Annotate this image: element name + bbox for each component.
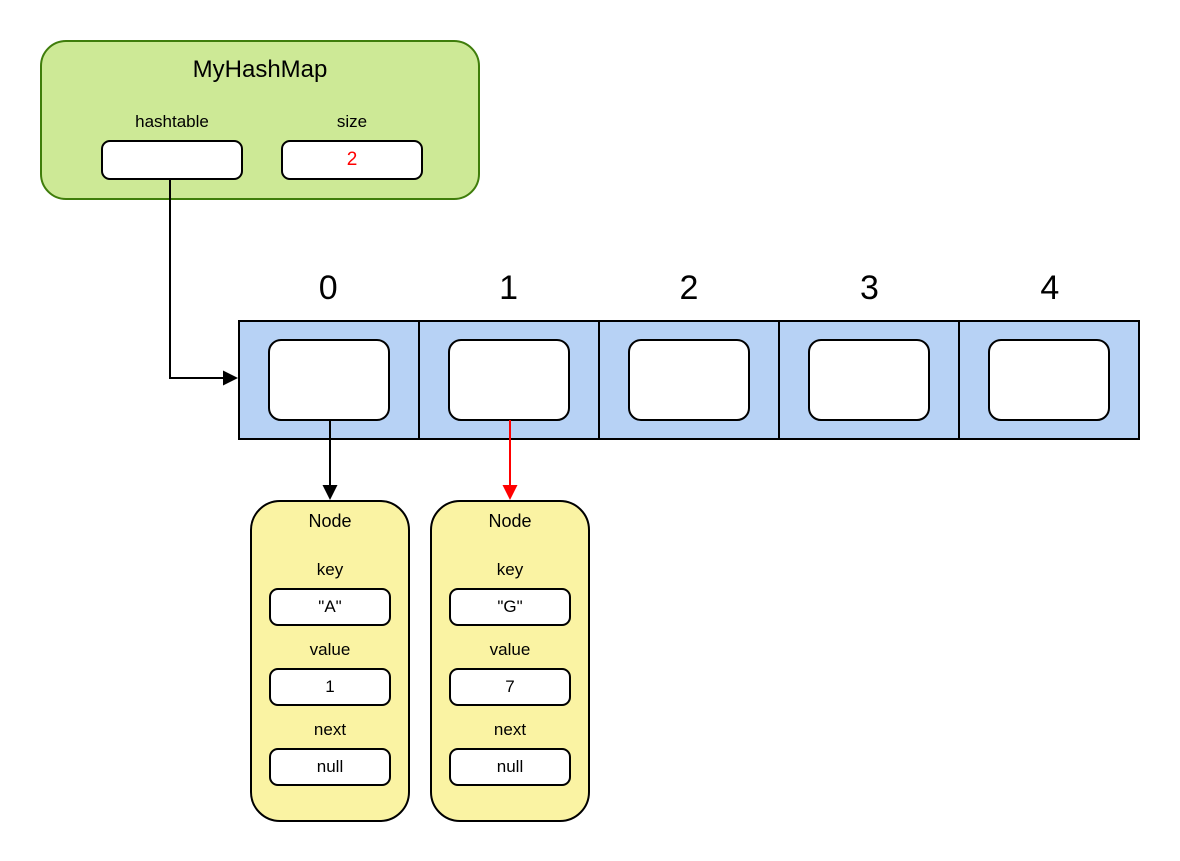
node-a-key-label: key	[316, 560, 344, 579]
myhashmap-title: MyHashMap	[192, 56, 328, 83]
array-index-labels: 0 1 2 3 4	[238, 268, 1140, 308]
node-g-next-value: null	[449, 748, 571, 786]
hashtable-field-value-box	[101, 140, 243, 180]
array-slot-4	[988, 339, 1110, 421]
node-a-key-value: "A"	[269, 588, 391, 626]
node-a-title: Node	[308, 511, 352, 531]
node-a-next-value: null	[269, 748, 391, 786]
array-index-3: 3	[859, 269, 879, 307]
hashtable-to-array-arrow	[169, 178, 224, 379]
node-g-title: Node	[488, 511, 532, 531]
array-index-4: 4	[1040, 269, 1060, 307]
hashtable-array	[238, 320, 1140, 440]
array-index-1: 1	[499, 269, 519, 307]
node-g-value-value: 7	[449, 668, 571, 706]
node-g-box: Node key "G" value 7 next null	[430, 500, 590, 822]
array-cell-4	[958, 322, 1138, 438]
hashtable-field-label: hashtable	[135, 112, 209, 131]
node-g-key-value: "G"	[449, 588, 571, 626]
array-slot-3	[808, 339, 930, 421]
array-cell-2	[598, 322, 778, 438]
array-cell-0	[240, 322, 418, 438]
size-field-label: size	[336, 112, 368, 131]
array-slot-2	[628, 339, 750, 421]
node-g-key-label: key	[496, 560, 524, 579]
node-a-next-label: next	[313, 720, 347, 739]
node-g-value-label: value	[489, 640, 531, 659]
slot0-to-node-a-arrowhead	[322, 485, 338, 500]
hashtable-to-array-arrowhead	[223, 370, 238, 386]
array-index-0: 0	[318, 269, 338, 307]
array-slot-1	[448, 339, 570, 421]
size-field-value-box: 2	[281, 140, 423, 180]
node-g-next-label: next	[493, 720, 527, 739]
array-cell-3	[778, 322, 958, 438]
myhashmap-box: MyHashMap hashtable size 2	[40, 40, 480, 200]
node-a-box: Node key "A" value 1 next null	[250, 500, 410, 822]
array-index-2: 2	[679, 269, 699, 307]
node-a-value-value: 1	[269, 668, 391, 706]
array-slot-0	[268, 339, 390, 421]
array-cell-1	[418, 322, 598, 438]
node-a-value-label: value	[309, 640, 351, 659]
slot1-to-node-g-arrowhead	[502, 485, 518, 500]
